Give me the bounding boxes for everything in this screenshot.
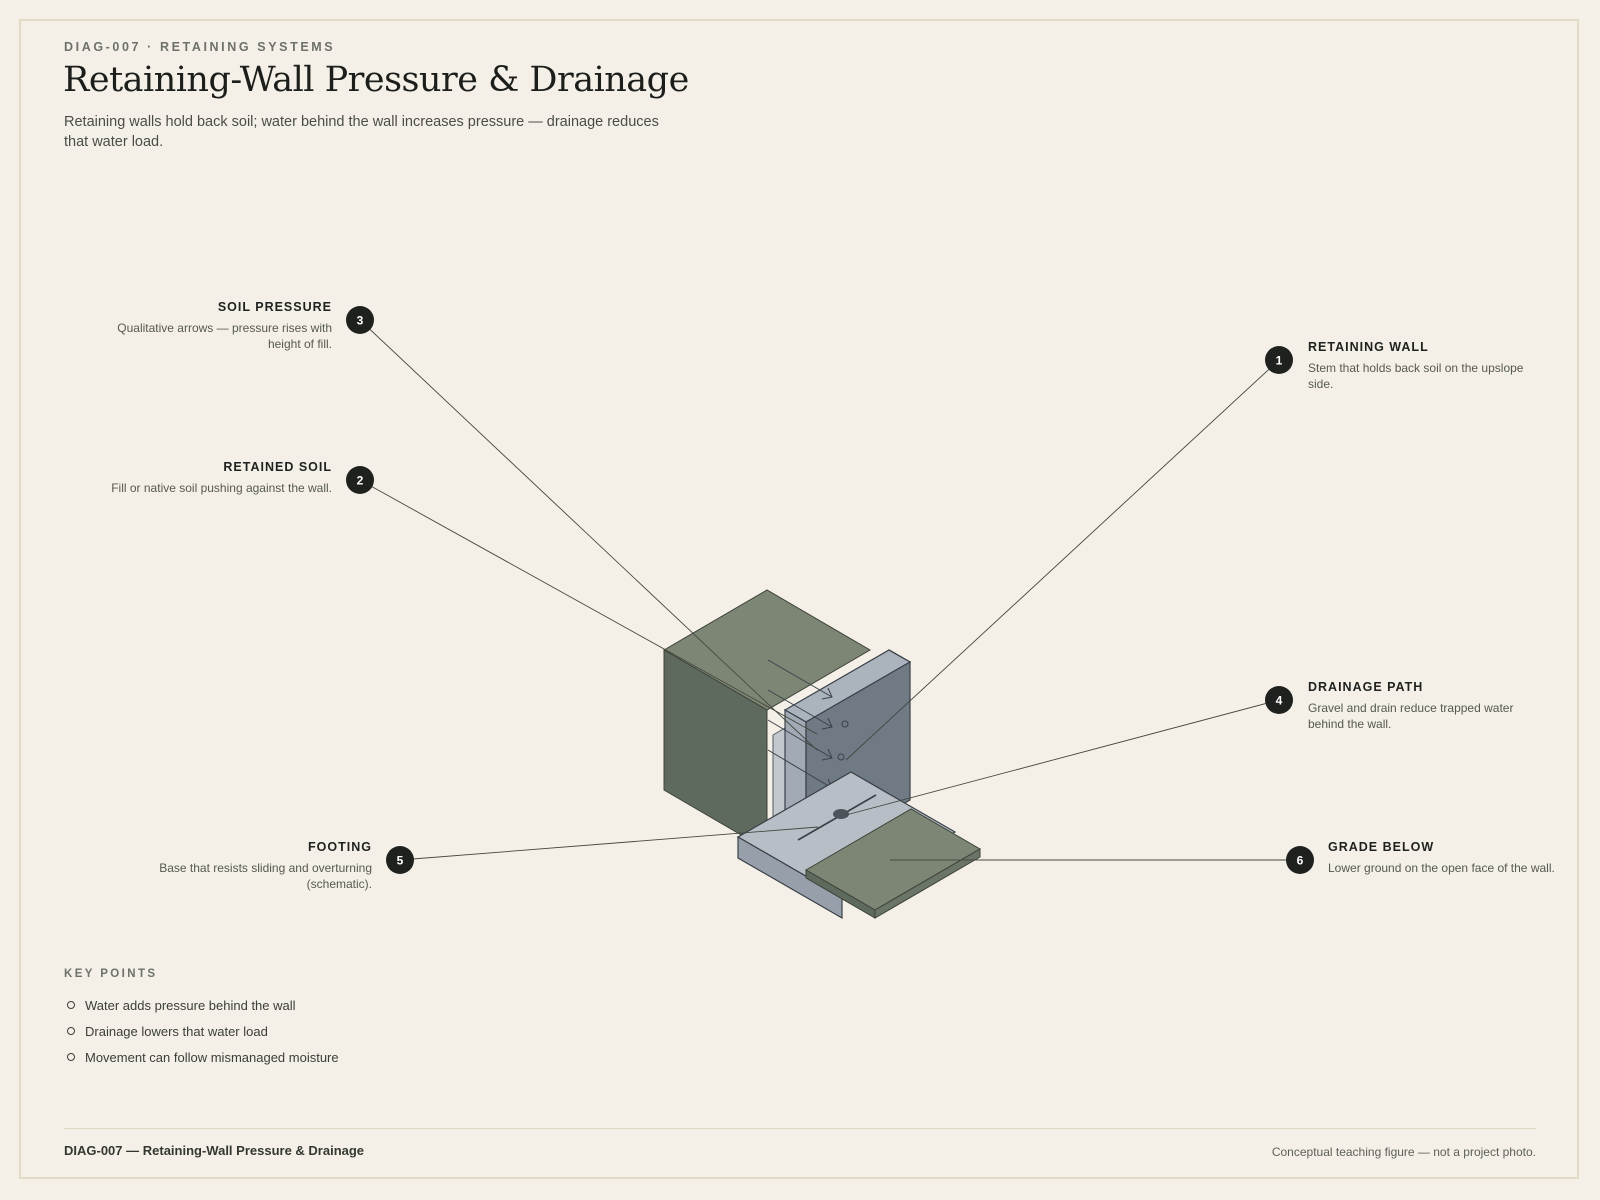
callout-title: GRADE BELOW (1328, 840, 1435, 854)
callout-badge-1: 1 (1265, 346, 1293, 374)
callout-title: SOIL PRESSURE (217, 300, 332, 314)
badge-number: 1 (1276, 354, 1283, 368)
drain-pipe (797, 794, 877, 841)
list-item-text: Movement can follow mismanaged moisture (85, 1049, 339, 1065)
callout-badge-4: 4 (1265, 686, 1293, 714)
list-item-text: Water adds pressure behind the wall (85, 997, 296, 1013)
list-item: Water adds pressure behind the wall (64, 992, 339, 1018)
page-title: Retaining-Wall Pressure & Drainage (63, 60, 689, 100)
callout-description: Gravel and drain reduce trapped water be… (1308, 701, 1514, 731)
footer-divider (64, 1128, 1536, 1129)
callout-retained-soil: RETAINED SOIL Fill or native soil pushin… (92, 460, 332, 496)
bullet-circle-icon (67, 1053, 75, 1061)
retained-soil-block (663, 589, 871, 851)
soil-pressure-arrows (767, 659, 833, 791)
diagram-frame (19, 19, 1579, 1179)
callout-title: RETAINING WALL (1308, 340, 1429, 354)
callout-footing: FOOTING Base that resists sliding and ov… (132, 840, 372, 892)
callout-description: Lower ground on the open face of the wal… (1328, 861, 1555, 875)
callout-description: Qualitative arrows — pressure rises with… (117, 321, 332, 351)
callout-grade-below: GRADE BELOW Lower ground on the open fac… (1328, 840, 1576, 876)
callout-drainage-path: DRAINAGE PATH Gravel and drain reduce tr… (1308, 680, 1548, 732)
callout-retaining-wall: RETAINING WALL Stem that holds back soil… (1308, 340, 1548, 392)
callout-badge-6: 6 (1286, 846, 1314, 874)
callout-badge-3: 3 (346, 306, 374, 334)
list-item: Movement can follow mismanaged moisture (64, 1044, 339, 1070)
leader-line-4 (845, 699, 1280, 816)
list-item: Drainage lowers that water load (64, 1018, 339, 1044)
callout-description: Base that resists sliding and overturnin… (159, 861, 372, 891)
badge-number: 2 (357, 474, 364, 488)
grade-below-slab (805, 808, 981, 919)
drainage-gravel-strip (772, 727, 786, 818)
callout-title: FOOTING (308, 840, 372, 854)
badge-number: 6 (1297, 854, 1304, 868)
callout-description: Fill or native soil pushing against the … (111, 481, 332, 495)
callout-description: Stem that holds back soil on the upslope… (1308, 361, 1524, 391)
leader-line-5 (399, 826, 819, 861)
badge-number: 4 (1276, 694, 1283, 708)
key-points: KEY POINTS Water adds pressure behind th… (64, 968, 339, 1070)
badge-number: 5 (397, 854, 404, 868)
callout-soil-pressure: SOIL PRESSURE Qualitative arrows — press… (92, 300, 332, 352)
callout-badge-2: 2 (346, 466, 374, 494)
page-subtitle: Retaining walls hold back soil; water be… (64, 114, 659, 150)
leader-line-2 (359, 479, 818, 735)
footer-note: Conceptual teaching figure — not a proje… (1271, 1145, 1536, 1159)
leader-line-1 (845, 359, 1280, 761)
bullet-circle-icon (67, 1027, 75, 1035)
bullet-circle-icon (67, 1001, 75, 1009)
diagram-eyebrow: DIAG-007 · RETAINING SYSTEMS (64, 40, 336, 54)
callout-leader-lines (359, 319, 1300, 861)
badge-number: 3 (357, 314, 364, 328)
key-points-list: Water adds pressure behind the wall Drai… (64, 992, 339, 1070)
callout-title: DRAINAGE PATH (1308, 680, 1424, 694)
key-points-title: KEY POINTS (64, 968, 158, 980)
callout-badge-5: 5 (386, 846, 414, 874)
leader-line-3 (359, 319, 818, 751)
footing-slab (736, 771, 957, 920)
list-item-text: Drainage lowers that water load (85, 1023, 268, 1039)
callout-title: RETAINED SOIL (223, 460, 332, 474)
footer-title: DIAG-007 — Retaining-Wall Pressure & Dra… (64, 1143, 365, 1158)
